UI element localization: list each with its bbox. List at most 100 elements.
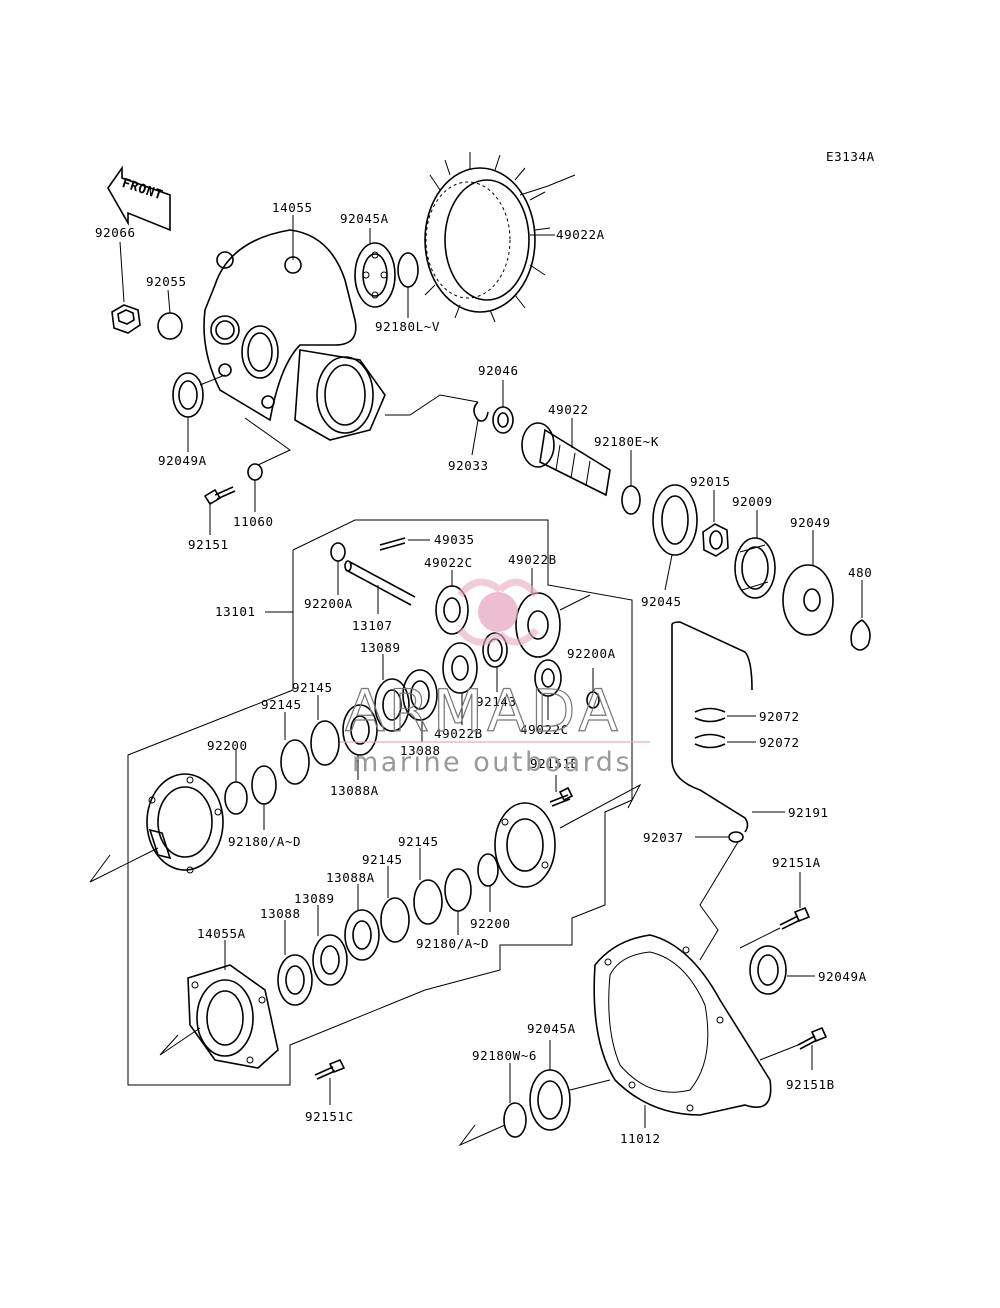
- shim: [444, 868, 472, 912]
- leader: [759, 1044, 799, 1061]
- oil-seal: [782, 564, 834, 636]
- part-label-49022C-bot: 49022C: [520, 722, 569, 737]
- pinion-gear-shaft: [521, 422, 611, 497]
- part-label-92200A-right: 92200A: [567, 646, 616, 661]
- part-label-49022: 49022: [548, 402, 589, 417]
- ring-gear: [424, 152, 551, 323]
- bolt-92151C: [314, 1058, 346, 1080]
- part-label-92151C: 92151C: [305, 1109, 354, 1124]
- part-label-92151A: 92151A: [772, 855, 821, 870]
- pin: [379, 537, 406, 551]
- shim: [621, 485, 641, 515]
- bolt-92151D: [549, 786, 574, 807]
- part-label-480: 480: [848, 565, 872, 580]
- front-arrow-icon: FRONT: [107, 165, 171, 232]
- leader: [471, 419, 479, 456]
- leader: [739, 927, 781, 949]
- part-label-92145-a: 92145: [292, 680, 333, 695]
- part-label-49022B-top: 49022B: [508, 552, 557, 567]
- diagram-code: E3134A: [826, 149, 875, 164]
- part-label-92145-b: 92145: [261, 697, 302, 712]
- part-label-92145-c: 92145: [398, 834, 439, 849]
- leader: [159, 1027, 201, 1056]
- part-label-92072-a: 92072: [759, 709, 800, 724]
- clutch-plate: [277, 954, 313, 1006]
- part-label-92072-b: 92072: [759, 735, 800, 750]
- part-label-92145-d: 92145: [362, 852, 403, 867]
- part-label-49022B-bot: 49022B: [434, 726, 483, 741]
- leader: [385, 394, 479, 416]
- leader: [167, 289, 171, 314]
- nut: [702, 523, 729, 557]
- watermark-brand: ARMADA: [345, 677, 622, 745]
- part-label-92151: 92151: [188, 537, 229, 552]
- shim: [251, 765, 277, 805]
- circlip: [473, 401, 489, 422]
- part-label-92151D: 92151D: [530, 756, 579, 771]
- clutch-plate: [402, 669, 438, 721]
- part-label-14055A: 14055A: [197, 926, 246, 941]
- pinion-gear: [515, 592, 561, 658]
- hose-clamp: [694, 707, 726, 723]
- shim: [397, 252, 419, 288]
- part-label-92066: 92066: [95, 225, 136, 240]
- part-label-92015: 92015: [690, 474, 731, 489]
- part-label-92200A-left: 92200A: [304, 596, 353, 611]
- pinion-shaft: [344, 560, 416, 606]
- armada-logo-icon: [457, 578, 539, 646]
- shim: [380, 897, 410, 943]
- pinion-gear: [442, 642, 478, 694]
- leader: [119, 241, 125, 303]
- leader: [569, 1079, 611, 1091]
- part-label-13088A-top: 13088A: [330, 783, 379, 798]
- part-label-13101: 13101: [215, 604, 256, 619]
- oil-seal: [172, 372, 204, 418]
- clip: [728, 831, 744, 843]
- differential-case: [146, 773, 224, 874]
- washer: [247, 463, 263, 481]
- gear-case-cover: [593, 934, 772, 1116]
- shim: [477, 853, 499, 887]
- part-label-13089-top: 13089: [360, 640, 401, 655]
- part-label-92180EK: 92180E~K: [594, 434, 659, 449]
- watermark: ARMADA marine outboards: [340, 578, 650, 778]
- leader: [559, 594, 591, 611]
- leader: [199, 374, 226, 386]
- part-label-92180AD-bot: 92180/A~D: [416, 936, 489, 951]
- part-label-49022C-top: 49022C: [424, 555, 473, 570]
- drain-plug: [111, 304, 141, 334]
- shim: [280, 739, 310, 785]
- thrust-washer: [330, 542, 346, 562]
- shim: [310, 720, 340, 766]
- part-label-11060: 11060: [233, 514, 274, 529]
- ball-bearing: [652, 484, 698, 556]
- part-label-92049: 92049: [790, 515, 831, 530]
- thrust-washer: [224, 781, 248, 815]
- shim: [503, 1102, 527, 1138]
- gear-case-housing: [203, 229, 386, 441]
- part-label-92180W6: 92180W~6: [472, 1048, 537, 1063]
- part-label-92143: 92143: [476, 694, 517, 709]
- ball-bearing: [354, 242, 396, 308]
- part-label-13088-top: 13088: [400, 743, 441, 758]
- spring-plate: [342, 704, 378, 756]
- differential-cover: [494, 802, 556, 888]
- part-label-14055: 14055: [272, 200, 313, 215]
- bolt-92151A: [779, 906, 811, 930]
- leader: [664, 554, 673, 591]
- friction-plate: [374, 678, 410, 732]
- bolt-92151: [203, 486, 236, 506]
- differential-housing: [187, 964, 279, 1069]
- hose-clamp: [694, 733, 726, 749]
- part-label-13107: 13107: [352, 618, 393, 633]
- part-label-92151B: 92151B: [786, 1077, 835, 1092]
- part-label-92180AD-left: 92180/A~D: [228, 834, 301, 849]
- part-label-92009: 92009: [732, 494, 773, 509]
- lock-nut: [492, 406, 514, 434]
- oil-seal: [749, 945, 787, 995]
- part-label-92037: 92037: [643, 830, 684, 845]
- collar: [482, 632, 508, 668]
- circlip: [850, 619, 871, 651]
- assembly-outline: [127, 519, 633, 1086]
- part-label-92180LV: 92180L~V: [375, 319, 440, 334]
